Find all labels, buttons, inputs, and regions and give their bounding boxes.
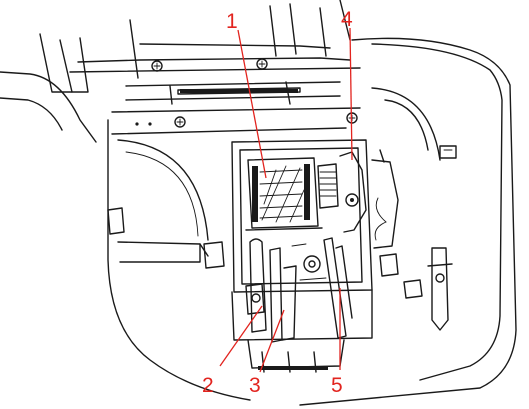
spring-rail [111, 81, 361, 135]
upper-looper-assembly [317, 149, 399, 249]
callout-1: 1 [226, 10, 267, 179]
cutter-knife-block [245, 157, 323, 231]
callouts: 1 2 3 4 5 [202, 8, 353, 397]
left-side-parts [107, 207, 225, 269]
lower-looper-assembly [245, 237, 353, 343]
callout-2-label: 2 [202, 374, 214, 397]
callout-4: 4 [341, 8, 353, 161]
machine-housing [0, 37, 517, 406]
callout-4-label: 4 [341, 8, 353, 31]
callout-5: 5 [331, 288, 343, 397]
thread-guide-right [379, 145, 457, 331]
upper-cover [39, 0, 361, 93]
callout-2: 2 [202, 305, 263, 397]
callout-5-label: 5 [331, 374, 343, 397]
callout-3: 3 [249, 309, 285, 397]
central-frame [231, 139, 373, 373]
callout-3-label: 3 [249, 374, 261, 397]
callout-1-label: 1 [226, 10, 238, 33]
